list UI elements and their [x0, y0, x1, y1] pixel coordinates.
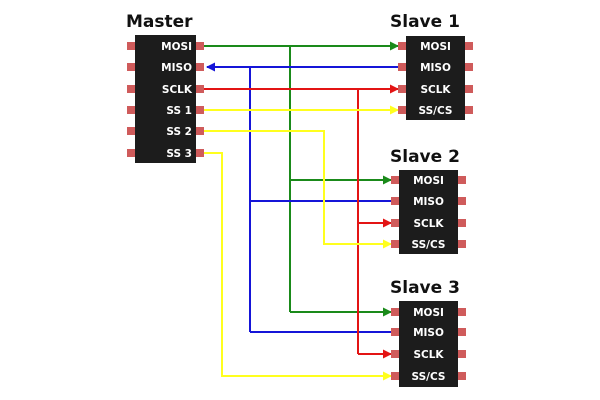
- pin: [127, 85, 135, 93]
- pin: [196, 106, 204, 114]
- sclk-wires: [204, 84, 399, 359]
- master-pins-right: [196, 42, 204, 157]
- master-pin-labels: MOSI MISO SCLK SS 1 SS 2 SS 3: [161, 41, 193, 160]
- pin: [398, 42, 406, 50]
- pin: [458, 328, 466, 336]
- slave-2-pin-label-mosi: MOSI: [413, 175, 444, 187]
- slave-3-chip: Slave 3 MOSI MISO SCLK SS/CS: [390, 278, 466, 387]
- slave-2-pin-label-sscs: SS/CS: [412, 239, 446, 251]
- pin: [391, 219, 399, 227]
- pin: [196, 85, 204, 93]
- pin: [465, 106, 473, 114]
- pin: [465, 63, 473, 71]
- slave-3-title: Slave 3: [390, 278, 460, 298]
- pin: [391, 197, 399, 205]
- master-pin-label-miso: MISO: [161, 62, 192, 74]
- pin: [127, 127, 135, 135]
- pin: [458, 372, 466, 380]
- slave-3-pins: [391, 308, 466, 380]
- master-pin-label-ss3: SS 3: [166, 148, 192, 160]
- ss2-wire: [204, 130, 392, 249]
- master-pin-label-ss1: SS 1: [166, 105, 192, 117]
- slave-1-pin-label-mosi: MOSI: [420, 41, 451, 53]
- master-pin-label-ss2: SS 2: [166, 126, 192, 138]
- pin: [391, 240, 399, 248]
- pin: [465, 42, 473, 50]
- slave-2-title: Slave 2: [390, 147, 460, 167]
- ss-wires: [204, 105, 399, 381]
- slave-2-body: [399, 170, 458, 254]
- pin: [465, 85, 473, 93]
- slave-3-pin-label-mosi: MOSI: [413, 307, 444, 319]
- pin: [458, 308, 466, 316]
- slave-1-body: [406, 36, 465, 120]
- slave-2-pin-label-miso: MISO: [413, 196, 444, 208]
- mosi-wires: [204, 41, 399, 317]
- slave-3-body: [399, 301, 458, 387]
- pin: [398, 63, 406, 71]
- master-chip: Master MOSI MISO SCLK SS 1 SS 2 SS 3: [126, 12, 204, 163]
- slave-3-pin-label-miso: MISO: [413, 327, 444, 339]
- pin: [458, 219, 466, 227]
- master-body: [135, 35, 196, 163]
- slave-1-chip: Slave 1 MOSI MISO SCLK SS/CS: [390, 12, 473, 120]
- wires: [204, 41, 399, 381]
- slave-3-pin-label-sscs: SS/CS: [412, 371, 446, 383]
- slave-1-title: Slave 1: [390, 12, 460, 32]
- ss3-wire: [204, 152, 392, 381]
- pin: [196, 149, 204, 157]
- pin: [196, 42, 204, 50]
- master-title: Master: [126, 12, 193, 32]
- pin: [391, 308, 399, 316]
- slave-2-pin-label-sclk: SCLK: [413, 218, 444, 230]
- miso-wires: [206, 62, 398, 333]
- slave-1-pins: [398, 42, 473, 114]
- pin: [391, 350, 399, 358]
- slave-2-chip: Slave 2 MOSI MISO SCLK SS/CS: [390, 147, 466, 254]
- pin: [127, 106, 135, 114]
- slave-1-pin-label-sclk: SCLK: [420, 84, 451, 96]
- pin: [127, 42, 135, 50]
- pin: [398, 85, 406, 93]
- master-pin-label-mosi: MOSI: [161, 41, 192, 53]
- master-pin-label-sclk: SCLK: [162, 84, 193, 96]
- pin: [458, 197, 466, 205]
- master-pins-left: [127, 42, 135, 157]
- pin: [458, 240, 466, 248]
- pin: [196, 127, 204, 135]
- slave-1-pin-label-sscs: SS/CS: [419, 105, 453, 117]
- slave-2-pins: [391, 176, 466, 248]
- pin: [391, 328, 399, 336]
- pin: [127, 63, 135, 71]
- pin: [127, 149, 135, 157]
- pin: [196, 63, 204, 71]
- slave-3-pin-label-sclk: SCLK: [413, 349, 444, 361]
- slave-1-pin-label-miso: MISO: [420, 62, 451, 74]
- pin: [391, 176, 399, 184]
- pin: [458, 350, 466, 358]
- pin: [398, 106, 406, 114]
- pin: [391, 372, 399, 380]
- pin: [458, 176, 466, 184]
